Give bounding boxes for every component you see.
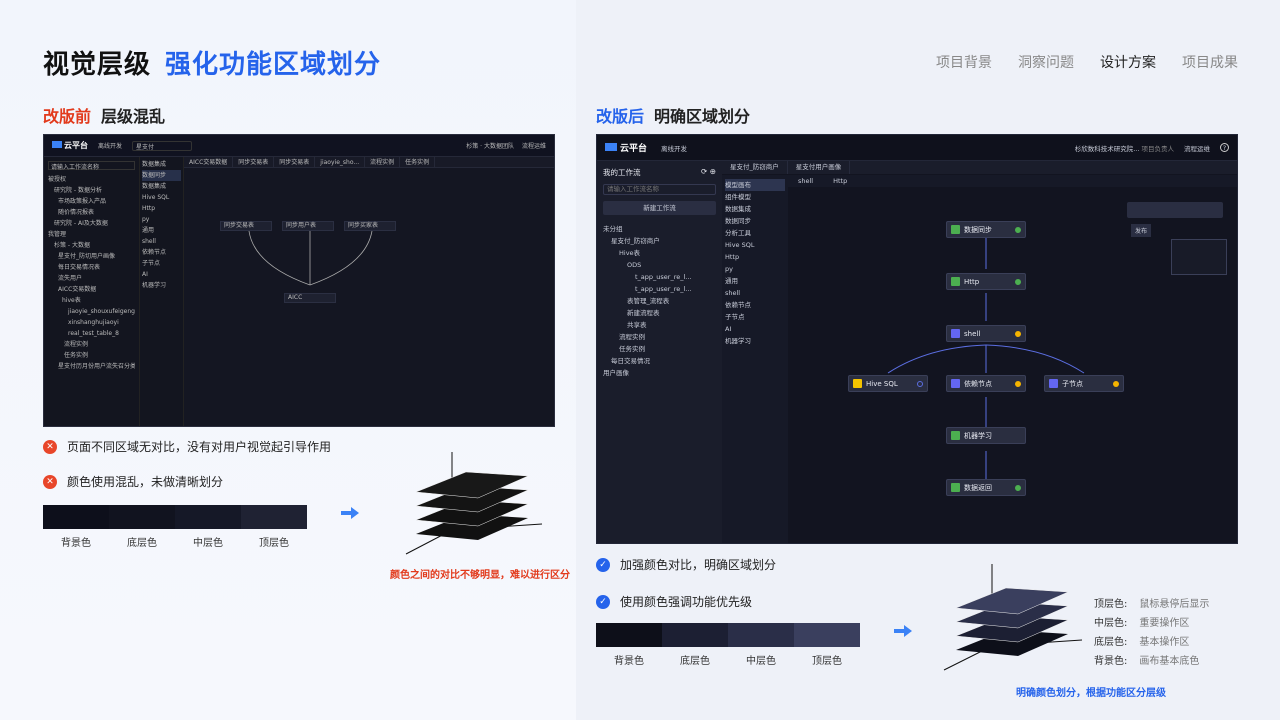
old-ui-screenshot: 云平台 离线开发 星支付 杉策 · 大数据团队 流程运维 请输入工作流名称 被授… <box>43 134 555 427</box>
canvas-toolbar <box>1127 202 1223 218</box>
refresh-icon: ⟳ ⊕ <box>701 167 716 176</box>
legend-mid: 中层色:重要操作区 <box>1094 618 1190 629</box>
new-edges <box>887 229 1085 479</box>
before-caption: 颜色之间的对比不够明显，难以进行区分 <box>390 570 570 581</box>
error-icon: ✕ <box>43 474 57 489</box>
old-node: 同步交易表 <box>220 221 272 231</box>
top-nav: 项目背景 洞察问题 设计方案 项目成果 <box>936 52 1238 72</box>
node-data-return: 数据返回 <box>946 479 1026 496</box>
publish-tooltip: 发布 <box>1130 224 1151 237</box>
swatch-mid <box>175 505 241 529</box>
new-canvas: 发布 数据同步 Http shell Hive SQL 依赖节点 子节点 机器学… <box>788 187 1237 543</box>
arrow-right-icon <box>341 507 359 519</box>
after-check-2: ✓使用颜色强调功能优先级 <box>596 593 752 610</box>
old-sidebar: 请输入工作流名称 被授权 研究院 - 数据分析 市场政策报入产品 随价情况报表 … <box>44 157 140 426</box>
old-node: 同步买家表 <box>344 221 396 231</box>
nav-item-design[interactable]: 设计方案 <box>1100 55 1156 71</box>
old-project-select: 星支付 <box>132 140 193 151</box>
new-tabs-primary: 星支付_防窃商户 星支付用户画像 <box>722 161 1237 174</box>
swatch-bg <box>596 623 662 647</box>
node-shell: shell <box>946 325 1026 342</box>
swatch-bg <box>43 505 109 529</box>
swatch-base <box>662 623 728 647</box>
new-ui-screenshot: 云平台 离线开发 杉欣数科技术研究院... 项目负责人 流程运维 ? 我的工作流… <box>596 134 1238 544</box>
node-child: 子节点 <box>1044 375 1124 392</box>
after-layers-illustration <box>943 564 1083 671</box>
old-flow-ops: 流程运维 <box>521 143 546 150</box>
new-tabs-secondary: shell Http <box>788 175 1237 187</box>
swatch-base <box>109 505 175 529</box>
node-dependency: 依赖节点 <box>946 375 1026 392</box>
old-logo: 云平台 <box>52 140 88 151</box>
old-edges <box>248 230 373 286</box>
old-components: 数据集成 数据同步 数据集成 Hive SQL Http py 通用 shell… <box>140 157 184 426</box>
old-tabs: AICC交易数据 同步交易表 同步交易表 jiaoyie_sho... 流程实例… <box>184 157 554 168</box>
nav-item-background[interactable]: 项目背景 <box>936 55 992 71</box>
after-swatch-labels: 背景色底层色中层色顶层色 <box>614 656 842 667</box>
new-menu: 离线开发 <box>661 144 688 153</box>
nav-item-result[interactable]: 项目成果 <box>1182 55 1238 71</box>
old-user: 杉策 · 大数据团队 <box>466 143 514 150</box>
after-caption: 明确颜色划分，根据功能区分层级 <box>1016 688 1166 699</box>
help-icon: ? <box>1220 143 1229 152</box>
minimap <box>1171 239 1227 275</box>
node-data-sync: 数据同步 <box>946 221 1026 238</box>
error-icon: ✕ <box>43 439 57 454</box>
node-http: Http <box>946 273 1026 290</box>
new-sidebar: 我的工作流⟳ ⊕ 请输入工作流名称 新建工作流 未分组 星支付_防窃商户 Hiv… <box>597 161 722 543</box>
check-icon: ✓ <box>596 594 610 609</box>
node-ml: 机器学习 <box>946 427 1026 444</box>
new-org: 杉欣数科技术研究院... 项目负责人 <box>1074 144 1174 153</box>
before-issue-1: ✕页面不同区域无对比，没有对用户视觉起引导作用 <box>43 438 331 455</box>
legend-top: 顶层色:鼠标悬停后显示 <box>1094 599 1210 610</box>
new-flow-ops: 流程运维 <box>1184 144 1210 153</box>
old-node: AICC <box>284 293 336 303</box>
new-flow-button: 新建工作流 <box>603 201 716 215</box>
old-menu: 离线开发 <box>98 143 123 150</box>
new-logo: 云平台 <box>605 141 647 154</box>
legend-bg: 背景色:画布基本底色 <box>1094 656 1200 667</box>
page-title: 视觉层级强化功能区域划分 <box>43 50 382 80</box>
legend-base: 底层色:基本操作区 <box>1094 637 1190 648</box>
check-icon: ✓ <box>596 557 610 572</box>
swatch-top <box>241 505 307 529</box>
after-swatches <box>596 623 860 647</box>
node-hive-sql: Hive SQL <box>848 375 928 392</box>
before-issue-2: ✕颜色使用混乱，未做清晰划分 <box>43 473 223 490</box>
old-node: 同步用户表 <box>282 221 334 231</box>
nav-item-insight[interactable]: 洞察问题 <box>1018 55 1074 71</box>
before-swatch-labels: 背景色底层色中层色顶层色 <box>61 538 289 549</box>
before-label: 改版前层级混乱 <box>43 107 166 126</box>
arrow-right-icon <box>894 625 912 637</box>
new-components: 模型画布 组件模型 数据集成 数据同步 分析工具 Hive SQL Http p… <box>722 175 788 543</box>
before-swatches <box>43 505 307 529</box>
swatch-mid <box>728 623 794 647</box>
before-layers-illustration <box>405 452 543 555</box>
after-label: 改版后明确区域划分 <box>596 107 751 126</box>
swatch-top <box>794 623 860 647</box>
after-check-1: ✓加强颜色对比，明确区域划分 <box>596 556 776 573</box>
